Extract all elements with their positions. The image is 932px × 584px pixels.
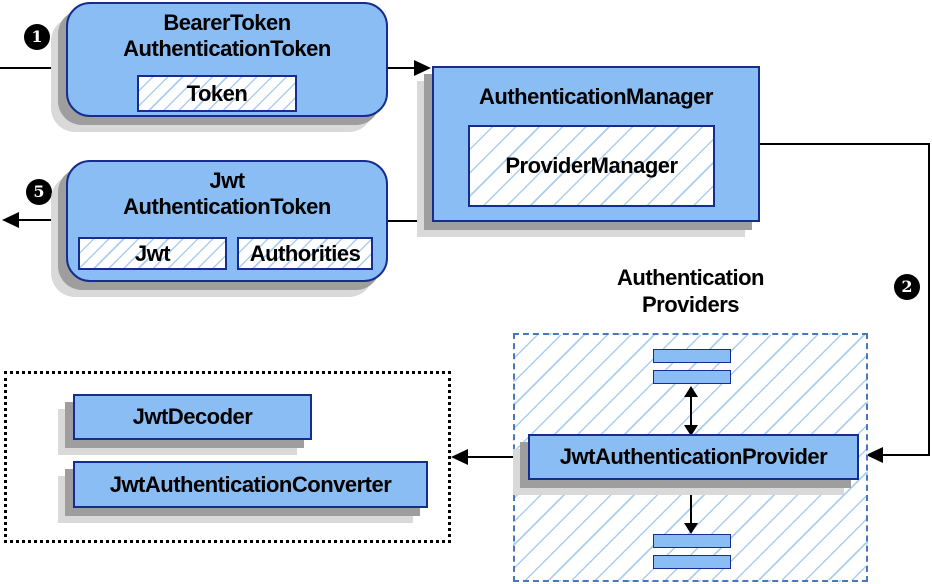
token-field: Token: [137, 75, 297, 112]
arrowhead-up-icon: [684, 386, 698, 397]
jwt-token-title-line2: AuthenticationToken: [123, 194, 331, 219]
generic-provider-bar: [653, 370, 731, 384]
authentication-manager-node: AuthenticationManager ProviderManager: [432, 66, 760, 222]
arrowhead-up-icon: [684, 484, 698, 495]
authorities-field: Authorities: [237, 237, 373, 270]
authentication-providers-label: Authentication Providers: [513, 264, 868, 318]
jwt-decoder-node: JwtDecoder: [73, 394, 312, 440]
step-2-badge: 2: [894, 274, 920, 300]
jwt-field: Jwt: [78, 237, 227, 270]
arrowhead-left-icon: [2, 212, 19, 228]
arrowhead-left-icon: [866, 447, 883, 463]
step-5-badge: 5: [26, 179, 52, 205]
arrowhead-right-icon: [414, 60, 431, 76]
double-arrow-bottom-shaft: [690, 492, 692, 526]
generic-provider-bar: [653, 534, 731, 548]
manager-to-jwt-token-line: [388, 220, 432, 222]
double-arrow-top-shaft: [690, 394, 692, 428]
arrowhead-down-icon: [684, 425, 698, 436]
manager-to-provider-line-bottom: [883, 454, 930, 456]
bearer-to-manager-arrow-shaft: [388, 67, 416, 69]
jwt-authentication-provider-label: JwtAuthenticationProvider: [559, 444, 828, 469]
bearer-token-title-line1: BearerToken: [163, 10, 291, 35]
outgoing-response-arrow-shaft: [18, 219, 66, 221]
generic-provider-bar: [653, 349, 731, 363]
step-1-badge: 1: [24, 24, 50, 50]
arrowhead-down-icon: [684, 523, 698, 534]
authentication-providers-label-line1: Authentication: [617, 265, 765, 290]
jwt-authentication-converter-node: JwtAuthenticationConverter: [73, 461, 428, 508]
arrowhead-left-icon: [451, 449, 468, 465]
authentication-manager-title: AuthenticationManager: [479, 84, 713, 109]
jwt-authentication-provider-node: JwtAuthenticationProvider: [528, 434, 859, 480]
jwt-authentication-token-node: Jwt AuthenticationToken Jwt Authorities: [66, 160, 388, 282]
jwt-token-title-line1: Jwt: [209, 168, 245, 193]
manager-to-provider-line-top: [760, 143, 930, 145]
jwt-decoder-label: JwtDecoder: [132, 404, 253, 429]
jwt-authentication-converter-label: JwtAuthenticationConverter: [109, 472, 392, 497]
manager-to-provider-line-vertical: [928, 143, 930, 456]
generic-provider-bar: [653, 555, 731, 569]
bearer-token-title-line2: AuthenticationToken: [123, 36, 331, 61]
incoming-request-line: [0, 67, 66, 69]
provider-to-decoder-arrow-shaft: [467, 456, 528, 458]
provider-manager-field: ProviderManager: [468, 125, 715, 207]
bearer-token-authentication-token-node: BearerToken AuthenticationToken Token: [66, 2, 388, 117]
authentication-providers-label-line2: Providers: [642, 292, 740, 317]
